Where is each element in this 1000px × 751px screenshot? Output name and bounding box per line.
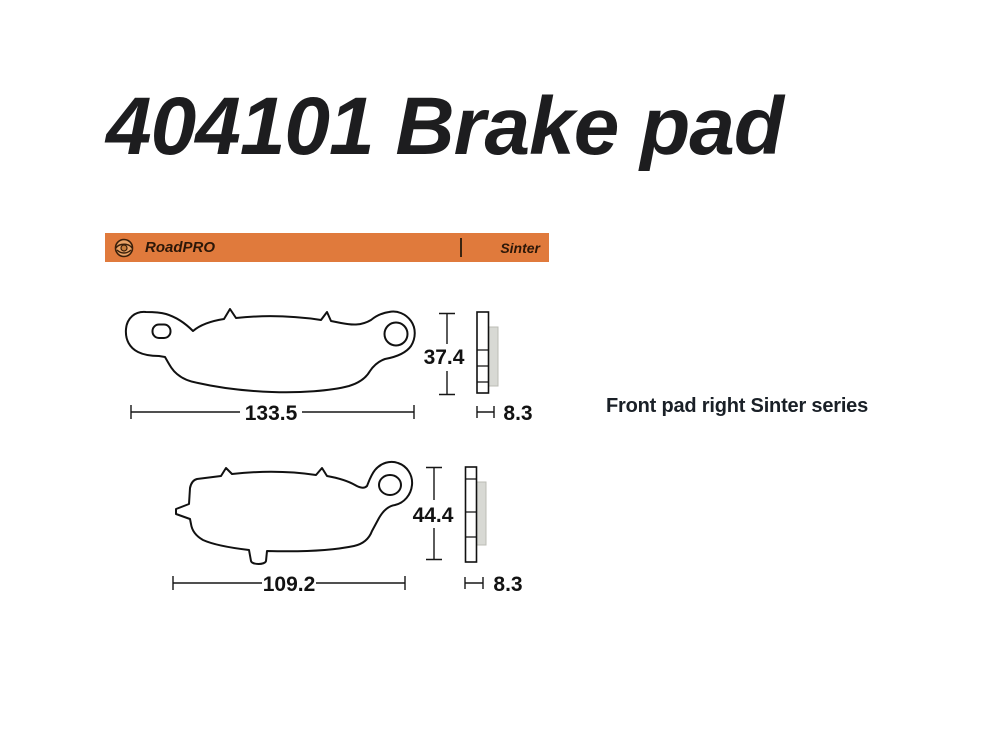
mounting-hole-left [151, 323, 172, 339]
brand-name: RoadPRO [145, 239, 216, 256]
brand-logo-icon [114, 238, 134, 257]
width-dimension-line [130, 405, 415, 419]
banner-divider [460, 238, 462, 257]
thickness-dimension-line [476, 406, 495, 418]
thickness-dimension-label: 8.3 [503, 402, 532, 425]
height-dimension-line [426, 466, 442, 561]
thickness-dimension-line [464, 577, 484, 589]
page-title: 404101 Brake pad [106, 81, 784, 172]
height-dimension-label: 44.4 [413, 504, 454, 527]
width-dimension-label: 109.2 [263, 573, 316, 596]
product-caption: Front pad right Sinter series [606, 395, 869, 417]
backplate-segments [477, 349, 489, 383]
backplate-segments [465, 478, 477, 538]
mounting-hole-right [383, 321, 409, 347]
brand-banner: RoadPRO Sinter [105, 233, 549, 262]
drawing-front-pad-upper: 133.5 37.4 8.3 [124, 308, 533, 425]
width-dimension-line [172, 576, 406, 590]
height-dimension-line [439, 312, 455, 396]
series-name: Sinter [500, 239, 540, 256]
mounting-hole-right [378, 474, 402, 496]
backplate-side [464, 466, 478, 563]
width-dimension-label: 133.5 [245, 402, 298, 425]
height-dimension-label: 37.4 [424, 346, 465, 369]
pad-outline-plan [175, 460, 414, 565]
drawing-front-pad-lower: 109.2 44.4 8.3 [172, 460, 523, 596]
thickness-dimension-label: 8.3 [493, 573, 522, 596]
backplate-side [476, 311, 490, 394]
pad-outline-plan [124, 308, 416, 394]
